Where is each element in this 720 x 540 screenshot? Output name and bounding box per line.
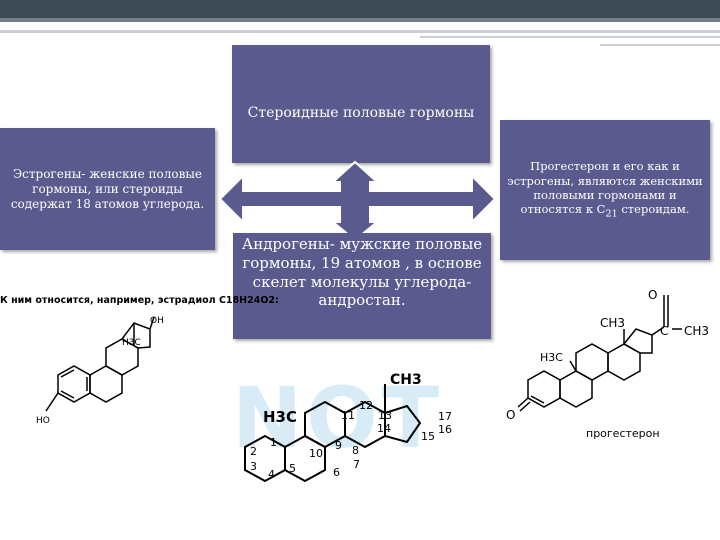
progesterone-structure: O CH3 C CH3 H3C O прогестерон	[506, 288, 709, 440]
atom-number: 7	[353, 458, 360, 471]
estradiol-structure: H3C OH HO	[36, 316, 164, 426]
progesterone-text: Прогестерон и его как и эстрогены, являю…	[504, 159, 706, 220]
watermark: NOT	[232, 369, 444, 467]
progesterone-text-main: Прогестерон и его как и эстрогены, являю…	[507, 159, 703, 217]
estrogens-text: Эстрогены- женские половые гормоны, или …	[10, 166, 205, 211]
androgens-text: Андрогены- мужские половые гормоны, 19 а…	[241, 235, 483, 310]
atom-number: 9	[335, 439, 342, 452]
arrow-shape	[218, 160, 497, 242]
androstane-structure: CH3 H3C 1 2 3 4 5 6 7 8 9 10 11 12 13 14…	[244, 372, 452, 483]
atom-number: 11	[341, 409, 355, 422]
estradiol-oh: OH	[150, 316, 164, 326]
androgens-box: Андрогены- мужские половые гормоны, 19 а…	[233, 233, 491, 339]
androstane-h3c: H3C	[263, 408, 297, 426]
title-text: Стероидные половые гормоны	[247, 105, 475, 122]
progesterone-c: C	[660, 324, 668, 338]
atom-number: 3	[250, 460, 257, 473]
progesterone-ch3-side: CH3	[684, 324, 709, 338]
top-bar	[0, 0, 720, 22]
atom-number: 2	[250, 445, 257, 458]
progesterone-caption: прогестерон	[586, 427, 660, 440]
estradiol-caption: К ним относится, например, эстрадиол С18…	[0, 295, 279, 306]
progesterone-h3c: H3C	[540, 351, 563, 364]
atom-number: 14	[377, 422, 391, 435]
atom-number: 1	[270, 436, 277, 449]
atom-number: 17	[438, 410, 452, 423]
title-box: Стероидные половые гормоны	[232, 45, 490, 163]
decorative-rule	[420, 36, 720, 38]
androstane-ch3: CH3	[390, 372, 422, 388]
atom-number: 10	[309, 447, 323, 460]
progesterone-o-left: O	[506, 408, 515, 422]
atom-number: 4	[268, 468, 275, 481]
atom-number: 16	[438, 423, 452, 436]
top-bar-accent	[0, 18, 720, 22]
atom-number: 13	[378, 409, 392, 422]
atom-number: 6	[333, 466, 340, 479]
estrogens-box: Эстрогены- женские половые гормоны, или …	[0, 128, 215, 250]
atom-number: 5	[289, 462, 296, 475]
progesterone-ch3-ring: CH3	[600, 316, 625, 330]
decorative-rule	[0, 30, 720, 33]
atom-number: 8	[352, 444, 359, 457]
progesterone-box: Прогестерон и его как и эстрогены, являю…	[500, 120, 710, 260]
atom-number: 12	[359, 399, 373, 412]
estradiol-h3c: H3C	[122, 338, 141, 348]
progesterone-text-sub: 21	[605, 208, 618, 220]
decorative-rule	[600, 44, 720, 46]
atom-number: 15	[421, 430, 435, 443]
estradiol-ho: HO	[36, 416, 50, 426]
progesterone-o-top: O	[648, 288, 657, 302]
progesterone-text-end: стероидам.	[617, 202, 690, 217]
four-way-arrow	[218, 160, 497, 242]
